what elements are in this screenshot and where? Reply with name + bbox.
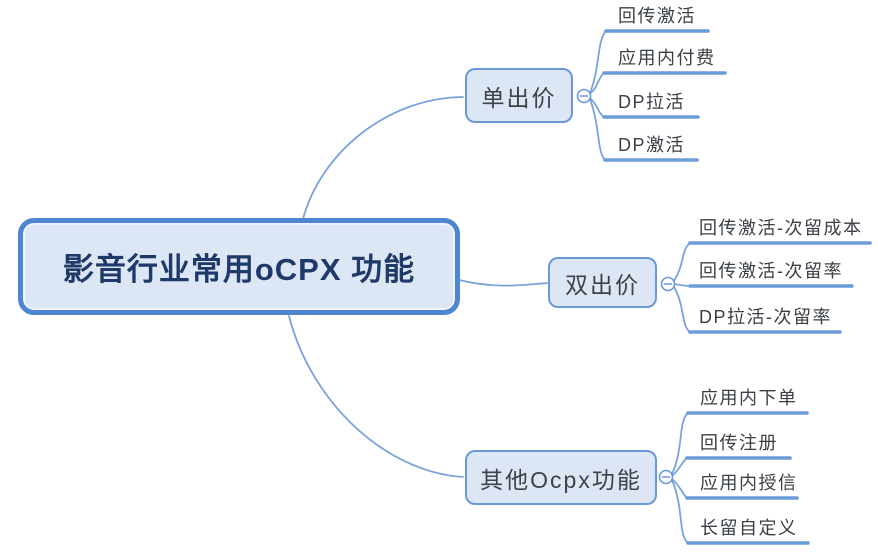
leaf-node[interactable]: 应用内付费	[618, 48, 716, 68]
leaf-node[interactable]: DP拉活	[618, 92, 686, 112]
collapse-toggle-branch1[interactable]	[576, 88, 592, 104]
collapse-toggle-branch2[interactable]	[660, 276, 676, 292]
leaf-node[interactable]: 应用内授信	[700, 473, 798, 493]
collapse-toggle-branch3[interactable]	[658, 469, 674, 485]
connector-root-branch1	[302, 96, 464, 220]
connector-branch3-leaf3	[671, 478, 688, 499]
branch-node-label: 单出价	[481, 84, 557, 111]
leaf-node[interactable]: 回传激活-次留率	[699, 261, 843, 281]
leaf-node[interactable]: 应用内下单	[700, 388, 798, 408]
connector-branch1-leaf2	[589, 72, 605, 95]
branch-node-label: 其他Ocpx功能	[480, 466, 642, 493]
leaf-node[interactable]: 回传激活-次留成本	[699, 218, 863, 238]
leaf-node[interactable]: 回传注册	[700, 433, 778, 453]
branch-node-label: 双出价	[565, 271, 640, 298]
connector-branch3-leaf1	[671, 412, 689, 475]
root-node[interactable]: 影音行业常用oCPX 功能	[18, 218, 460, 315]
connector-branch1-leaf1	[589, 30, 607, 94]
leaf-node[interactable]: DP拉活-次留率	[699, 307, 832, 327]
branch-node-double-bid[interactable]: 双出价	[548, 257, 657, 308]
root-node-label: 影音行业常用oCPX 功能	[62, 252, 416, 287]
branch-node-single-bid[interactable]: 单出价	[465, 68, 573, 123]
connector-root-branch3	[288, 315, 464, 478]
connector-branch2-leaf3	[673, 286, 691, 333]
connector-branch3-leaf4	[671, 479, 689, 544]
leaf-node[interactable]: 回传激活	[618, 6, 696, 26]
branch-node-other-ocpx[interactable]: 其他Ocpx功能	[465, 450, 657, 505]
connector-branch2-leaf1	[673, 242, 691, 282]
leaf-node[interactable]: 长留自定义	[700, 518, 798, 538]
connector-branch1-leaf4	[589, 98, 606, 161]
connector-branch3-leaf2	[671, 457, 688, 477]
connector-branch2-leaf2	[673, 283, 691, 287]
leaf-node[interactable]: DP激活	[618, 135, 686, 155]
connector-root-branch2	[458, 279, 548, 287]
connector-branch1-leaf3	[589, 97, 605, 118]
